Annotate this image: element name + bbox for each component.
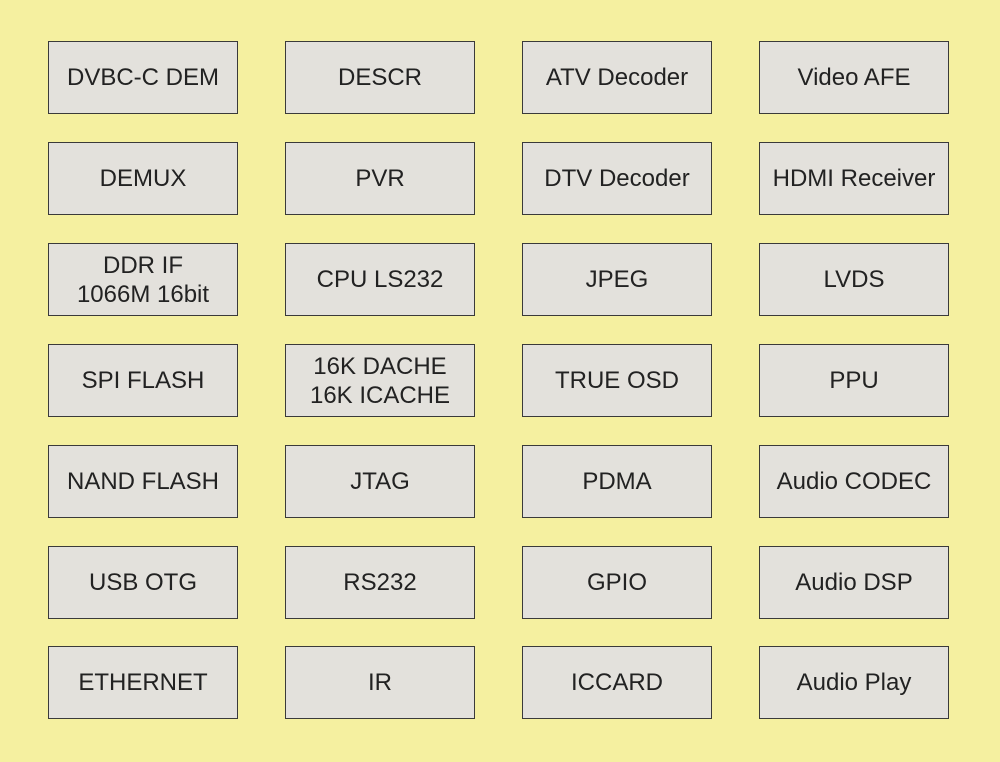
block-spi-flash: SPI FLASH: [48, 344, 238, 417]
block-video-afe: Video AFE: [759, 41, 949, 114]
block-true-osd: TRUE OSD: [522, 344, 712, 417]
block-ethernet: ETHERNET: [48, 646, 238, 719]
block-ddr-if: DDR IF 1066M 16bit: [48, 243, 238, 316]
block-ir: IR: [285, 646, 475, 719]
block-audio-dsp: Audio DSP: [759, 546, 949, 619]
block-dtv-decoder: DTV Decoder: [522, 142, 712, 215]
block-ppu: PPU: [759, 344, 949, 417]
block-jpeg: JPEG: [522, 243, 712, 316]
block-jtag: JTAG: [285, 445, 475, 518]
block-nand-flash: NAND FLASH: [48, 445, 238, 518]
block-hdmi-receiver: HDMI Receiver: [759, 142, 949, 215]
block-atv-decoder: ATV Decoder: [522, 41, 712, 114]
block-audio-play: Audio Play: [759, 646, 949, 719]
block-iccard: ICCARD: [522, 646, 712, 719]
block-lvds: LVDS: [759, 243, 949, 316]
block-audio-codec: Audio CODEC: [759, 445, 949, 518]
block-descr: DESCR: [285, 41, 475, 114]
block-rs232: RS232: [285, 546, 475, 619]
block-cpu-ls232: CPU LS232: [285, 243, 475, 316]
block-pdma: PDMA: [522, 445, 712, 518]
block-demux: DEMUX: [48, 142, 238, 215]
block-dvbc-c-dem: DVBC-C DEM: [48, 41, 238, 114]
block-gpio: GPIO: [522, 546, 712, 619]
block-cache: 16K DACHE 16K ICACHE: [285, 344, 475, 417]
block-pvr: PVR: [285, 142, 475, 215]
block-usb-otg: USB OTG: [48, 546, 238, 619]
